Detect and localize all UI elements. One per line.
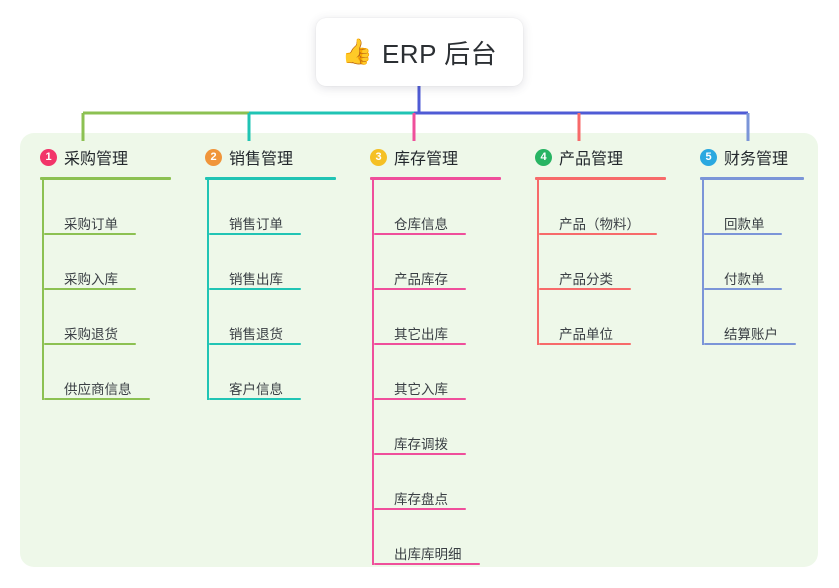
branch-item[interactable]: 仓库信息 (372, 180, 515, 235)
branch-columns: 1 采购管理采购订单采购入库采购退货供应商信息 2 销售管理销售订单销售出库销售退货客… (20, 133, 818, 567)
branch-title: 销售管理 (229, 151, 294, 168)
branch-item-underline (374, 343, 466, 345)
branch-item-list: 回款单付款单结算账户 (702, 180, 818, 345)
branch-header[interactable]: 4 产品管理 (515, 143, 680, 171)
branch-item[interactable]: 供应商信息 (42, 345, 185, 400)
branch-item-underline (374, 563, 480, 565)
thumbs-up-icon: 👍 (341, 37, 373, 66)
branch-item[interactable]: 采购退货 (42, 290, 185, 345)
branch-item[interactable]: 结算账户 (702, 290, 818, 345)
branch-item-label: 结算账户 (724, 326, 778, 342)
branch-item-underline (539, 288, 631, 290)
branch-item[interactable]: 销售出库 (207, 235, 350, 290)
branch-item[interactable]: 库存盘点 (372, 455, 515, 510)
branch-item-label: 仓库信息 (394, 216, 448, 232)
branch-header-underline (700, 177, 804, 180)
branch-item[interactable]: 采购订单 (42, 180, 185, 235)
branch-column: 3 库存管理仓库信息产品库存其它出库其它入库库存调拨库存盘点出库库明细 (350, 133, 515, 565)
branch-item-underline (539, 233, 657, 235)
branch-item-label: 采购退货 (64, 326, 118, 342)
branch-item-label: 其它出库 (394, 326, 448, 342)
branch-item-list: 采购订单采购入库采购退货供应商信息 (42, 180, 185, 400)
branch-item-label: 产品分类 (559, 271, 613, 287)
branch-item-underline (209, 398, 301, 400)
branch-item-list: 销售订单销售出库销售退货客户信息 (207, 180, 350, 400)
branch-item[interactable]: 付款单 (702, 235, 818, 290)
branch-item-list: 仓库信息产品库存其它出库其它入库库存调拨库存盘点出库库明细 (372, 180, 515, 565)
branch-header-underline (205, 177, 336, 180)
branch-item-label: 供应商信息 (64, 381, 132, 397)
branch-header-underline (535, 177, 666, 180)
branches-background-panel (20, 133, 818, 567)
branch-item-label: 采购入库 (64, 271, 118, 287)
branch-item-label: 采购订单 (64, 216, 118, 232)
branch-item-underline (539, 343, 631, 345)
branch-item[interactable]: 出库库明细 (372, 510, 515, 565)
branch-item-underline (704, 233, 782, 235)
branch-header[interactable]: 3 库存管理 (350, 143, 515, 171)
branch-item-label: 库存盘点 (394, 491, 448, 507)
branch-item-underline (209, 233, 301, 235)
branch-item-label: 销售出库 (229, 271, 283, 287)
branch-title: 财务管理 (724, 151, 789, 168)
branch-item-label: 出库库明细 (394, 546, 462, 562)
branch-number-badge: 4 (535, 148, 552, 166)
branch-number-badge: 1 (40, 148, 57, 166)
branch-item-underline (209, 343, 301, 345)
branch-column: 5 财务管理回款单付款单结算账户 (680, 133, 818, 345)
root-node-title: ERP 后台 (381, 38, 498, 69)
branch-item-list: 产品（物料） 产品分类产品单位 (537, 180, 680, 345)
branch-number-badge: 3 (370, 148, 387, 166)
branch-item-underline (374, 288, 466, 290)
branch-item[interactable]: 客户信息 (207, 345, 350, 400)
branch-item-label: 客户信息 (229, 381, 283, 397)
branch-header-underline (370, 177, 501, 180)
branch-item-underline (44, 233, 136, 235)
branch-item-label: 产品单位 (559, 326, 613, 342)
root-node-content: 👍 ERP 后台 (342, 34, 497, 71)
branch-item-underline (44, 288, 136, 290)
branch-header-underline (40, 177, 171, 180)
branch-item-label: 其它入库 (394, 381, 448, 397)
branch-item[interactable]: 产品单位 (537, 290, 680, 345)
branch-item-label: 付款单 (724, 271, 765, 287)
branch-item-underline (374, 508, 466, 510)
branch-header[interactable]: 2 销售管理 (185, 143, 350, 171)
branch-item-label: 产品库存 (394, 271, 448, 287)
branch-item[interactable]: 采购入库 (42, 235, 185, 290)
branch-number-badge: 5 (700, 148, 717, 166)
branch-item-label: 产品（物料） (559, 216, 640, 232)
branch-item-underline (704, 288, 782, 290)
branch-title: 产品管理 (559, 151, 624, 168)
branch-item[interactable]: 其它入库 (372, 345, 515, 400)
branch-header[interactable]: 5 财务管理 (680, 143, 818, 171)
branch-item-underline (374, 453, 466, 455)
branch-title: 库存管理 (394, 151, 459, 168)
branch-title: 采购管理 (64, 151, 129, 168)
branch-column: 2 销售管理销售订单销售出库销售退货客户信息 (185, 133, 350, 400)
branch-item[interactable]: 库存调拨 (372, 400, 515, 455)
branch-header[interactable]: 1 采购管理 (20, 143, 185, 171)
branch-number-badge: 2 (205, 148, 222, 166)
branch-item-label: 库存调拨 (394, 436, 448, 452)
branch-item-label: 回款单 (724, 216, 765, 232)
branch-item-underline (374, 398, 466, 400)
branch-item-underline (704, 343, 796, 345)
branch-item-underline (374, 233, 466, 235)
branch-item[interactable]: 产品库存 (372, 235, 515, 290)
branch-item-underline (209, 288, 301, 290)
branch-item[interactable]: 销售订单 (207, 180, 350, 235)
branch-item-label: 销售订单 (229, 216, 283, 232)
branch-item[interactable]: 回款单 (702, 180, 818, 235)
branch-column: 4 产品管理产品（物料） 产品分类产品单位 (515, 133, 680, 345)
branch-item-label: 销售退货 (229, 326, 283, 342)
branch-item[interactable]: 产品分类 (537, 235, 680, 290)
branch-item[interactable]: 销售退货 (207, 290, 350, 345)
branch-item[interactable]: 其它出库 (372, 290, 515, 345)
root-node-card[interactable]: 👍 ERP 后台 (316, 18, 523, 86)
branch-item[interactable]: 产品（物料） (537, 180, 680, 235)
branch-column: 1 采购管理采购订单采购入库采购退货供应商信息 (20, 133, 185, 400)
branch-item-underline (44, 398, 150, 400)
branch-item-underline (44, 343, 136, 345)
